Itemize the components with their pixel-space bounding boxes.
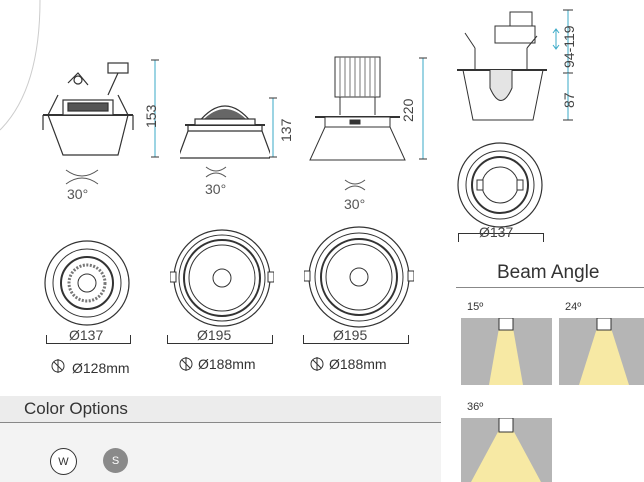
height-line-2 (269, 97, 277, 158)
product-2-side-view (180, 105, 270, 159)
diameter-label-2: Ø195 (197, 327, 232, 343)
color-options-title: Color Options (24, 399, 128, 418)
product-3-side-view (309, 56, 406, 161)
beam-angle-title: Beam Angle (497, 262, 600, 283)
color-options-area: W S (0, 423, 441, 482)
product-3-top-view (304, 226, 414, 328)
diameter-bracket-4 (458, 233, 544, 242)
beam-option-label-15: 15º (467, 301, 484, 313)
cutout-label-1: Ø128mm (72, 360, 130, 376)
diameter-bracket-1 (46, 335, 131, 344)
beam-angle-icon-3 (344, 179, 366, 191)
product-4-side-view (457, 11, 547, 121)
height-label-2: 137 (278, 118, 294, 142)
beam-angle-label-3: 30° (344, 196, 366, 212)
height-line-3 (419, 57, 427, 160)
diameter-label-4: Ø137 (479, 224, 514, 240)
beam-angle-icon-1 (65, 169, 99, 185)
beam-angle-label-2: 30° (205, 181, 227, 197)
beam-option-label-36: 36º (467, 401, 484, 413)
height-range-label-4: 94-119 (561, 25, 577, 68)
height-label-1: 153 (143, 104, 159, 128)
product-4-top-view (457, 142, 543, 228)
product-1-side-view (42, 62, 134, 156)
product-2-top-view (170, 229, 274, 327)
cutout-icon-1 (51, 359, 65, 373)
beam-angle-underline (456, 287, 644, 288)
beam-option-15 (461, 318, 552, 385)
height-label-3: 220 (400, 98, 416, 122)
beam-angle-icon-2 (205, 166, 227, 178)
diameter-bracket-2 (167, 335, 273, 344)
cutout-label-2: Ø188mm (198, 356, 256, 372)
diameter-label-3: Ø195 (333, 327, 368, 343)
decorative-arc (0, 0, 41, 131)
color-options-header: Color Options (0, 396, 441, 423)
product-1-top-view (44, 240, 130, 326)
height-line-1 (151, 59, 159, 158)
diameter-label-1: Ø137 (69, 327, 104, 343)
beam-angle-label-1: 30° (67, 186, 89, 202)
beam-option-36 (461, 418, 552, 482)
height-low-label-4: 87 (561, 92, 577, 108)
color-swatch-silver[interactable]: S (103, 448, 128, 473)
beam-option-label-24: 24º (565, 301, 582, 313)
diameter-bracket-3 (303, 335, 409, 344)
height-line-4 (563, 9, 573, 121)
cutout-icon-3 (310, 357, 324, 371)
cutout-label-3: Ø188mm (329, 356, 387, 372)
color-swatch-white[interactable]: W (50, 448, 77, 475)
adjust-arrow-icon (552, 28, 560, 50)
cutout-icon-2 (179, 357, 193, 371)
beam-option-24 (559, 318, 644, 385)
